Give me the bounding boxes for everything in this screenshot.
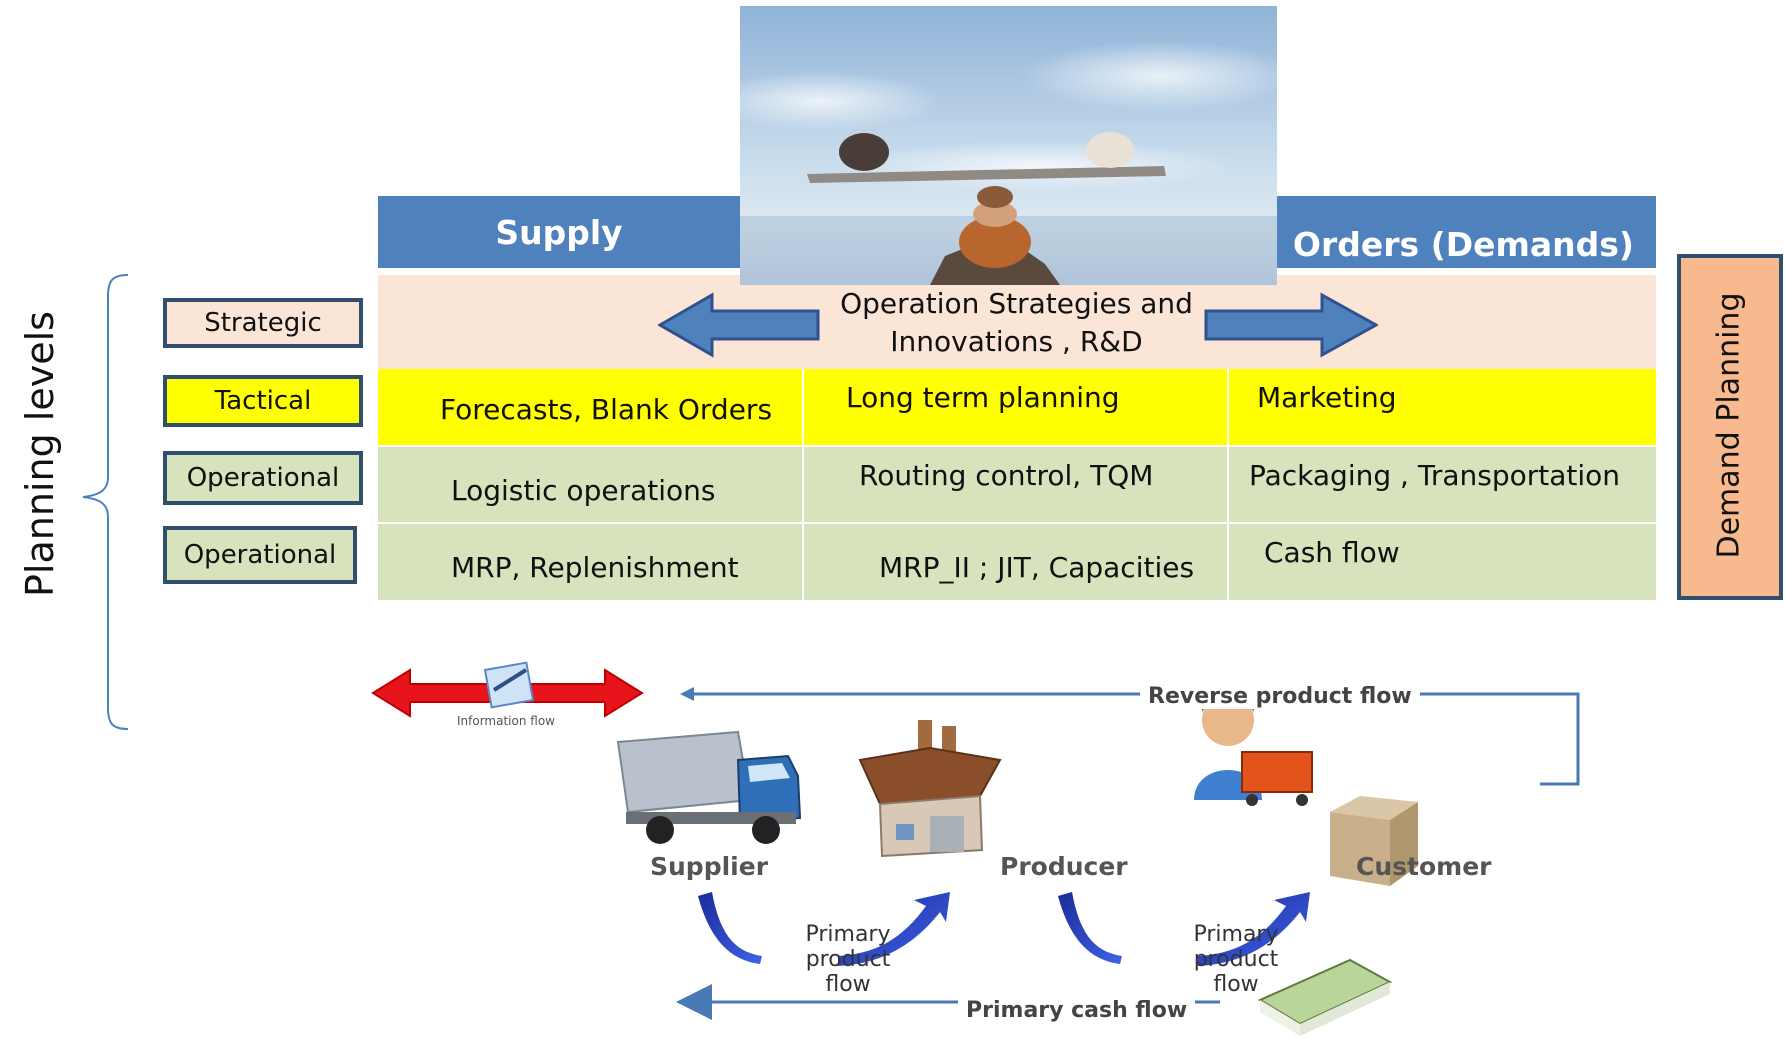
op1-center-cell: Routing control, TQM bbox=[804, 447, 1229, 522]
op2-center-text: MRP_II ; JIT, Capacities bbox=[879, 551, 1195, 584]
level-tactical: Tactical bbox=[163, 375, 363, 427]
primary-product-flow-arrow-3 bbox=[1058, 892, 1122, 964]
ppf1-line1: Primary bbox=[805, 922, 891, 947]
op2-center-cell: MRP_II ; JIT, Capacities bbox=[804, 524, 1229, 600]
op2-supply-text: MRP, Replenishment bbox=[451, 551, 739, 584]
op1-orders-text: Packaging , Transportation bbox=[1249, 459, 1621, 492]
level-operational-1: Operational bbox=[163, 451, 363, 505]
ppf2-line3: flow bbox=[1213, 972, 1259, 997]
primary-cash-flow-label: Primary cash flow bbox=[958, 998, 1196, 1023]
supply-header-label: Supply bbox=[495, 212, 623, 252]
supplier-truck-icon bbox=[616, 730, 802, 844]
strategic-center-cell: Operation Strategies and Innovations , R… bbox=[804, 275, 1229, 369]
supply-header: Supply bbox=[378, 196, 740, 268]
supplier-label: Supplier bbox=[650, 852, 769, 881]
op1-supply-text: Logistic operations bbox=[451, 474, 716, 507]
op1-orders-cell: Packaging , Transportation bbox=[1229, 447, 1656, 522]
producer-label: Producer bbox=[1000, 852, 1128, 881]
ppf2-line1: Primary bbox=[1193, 922, 1279, 947]
op2-orders-cell: Cash flow bbox=[1229, 524, 1656, 600]
primary-product-flow-arrow-1 bbox=[698, 892, 762, 964]
ppf2-line2: product bbox=[1193, 947, 1279, 972]
planning-levels-label: Planning levels bbox=[18, 311, 62, 597]
cash-bundle-icon bbox=[1257, 958, 1393, 1036]
op2-orders-text: Cash flow bbox=[1264, 536, 1400, 569]
reverse-product-flow-text: Reverse product flow bbox=[1148, 684, 1412, 709]
strategic-center-line1: Operation Strategies and bbox=[840, 287, 1193, 320]
tactical-orders-cell: Marketing bbox=[1229, 369, 1656, 445]
op1-center-text: Routing control, TQM bbox=[859, 459, 1154, 492]
reverse-flow-connector bbox=[680, 687, 1580, 786]
balance-stones-photo bbox=[740, 6, 1277, 285]
tactical-orders-text: Marketing bbox=[1257, 381, 1397, 414]
reverse-product-flow-label: Reverse product flow bbox=[1140, 684, 1420, 709]
level-operational-2: Operational bbox=[163, 526, 357, 584]
primary-product-flow-label-1: Primary product flow bbox=[786, 922, 910, 997]
tactical-supply-cell: Forecasts, Blank Orders bbox=[378, 369, 804, 445]
orders-header-label: Orders (Demands) bbox=[1292, 224, 1634, 264]
level-operational-1-label: Operational bbox=[186, 463, 340, 493]
supply-chain-flow-diagram bbox=[371, 661, 1418, 1036]
package-box-icon bbox=[1330, 796, 1418, 886]
customer-label: Customer bbox=[1356, 852, 1492, 881]
demand-planning-label: Demand Planning bbox=[1711, 292, 1747, 559]
tactical-center-text: Long term planning bbox=[846, 381, 1120, 414]
level-tactical-label: Tactical bbox=[214, 386, 312, 416]
orders-header: Orders (Demands) bbox=[1276, 196, 1656, 268]
ppf1-line3: flow bbox=[825, 972, 871, 997]
strategic-right-arrow bbox=[1204, 292, 1378, 358]
primary-product-flow-label-2: Primary product flow bbox=[1174, 922, 1298, 997]
planning-levels-brace bbox=[82, 274, 129, 730]
level-strategic: Strategic bbox=[163, 298, 363, 348]
primary-product-flow-arrow-2 bbox=[838, 892, 950, 966]
producer-factory-icon bbox=[858, 720, 1002, 858]
tactical-center-cell: Long term planning bbox=[804, 369, 1229, 445]
information-flow-label: Information flow bbox=[457, 714, 555, 728]
op1-supply-cell: Logistic operations bbox=[378, 447, 804, 522]
operational-row-1: Logistic operations Routing control, TQM… bbox=[378, 447, 1656, 522]
demand-planning-box bbox=[1677, 254, 1783, 600]
ppf1-line2: product bbox=[805, 947, 891, 972]
tactical-row: Forecasts, Blank Orders Long term planni… bbox=[378, 369, 1656, 445]
primary-cash-flow-text: Primary cash flow bbox=[966, 998, 1188, 1023]
strategic-row: Operation Strategies and Innovations , R… bbox=[378, 275, 1656, 369]
operational-row-2: MRP, Replenishment MRP_II ; JIT, Capacit… bbox=[378, 524, 1656, 600]
level-operational-2-label: Operational bbox=[183, 540, 337, 570]
strategic-left-arrow bbox=[658, 292, 820, 358]
op2-supply-cell: MRP, Replenishment bbox=[378, 524, 804, 600]
information-flow-arrow bbox=[371, 661, 644, 718]
primary-product-flow-arrow-4 bbox=[1198, 892, 1310, 966]
level-strategic-label: Strategic bbox=[204, 308, 322, 338]
tactical-supply-text: Forecasts, Blank Orders bbox=[440, 393, 773, 426]
strategic-center-line2: Innovations , R&D bbox=[890, 325, 1143, 358]
